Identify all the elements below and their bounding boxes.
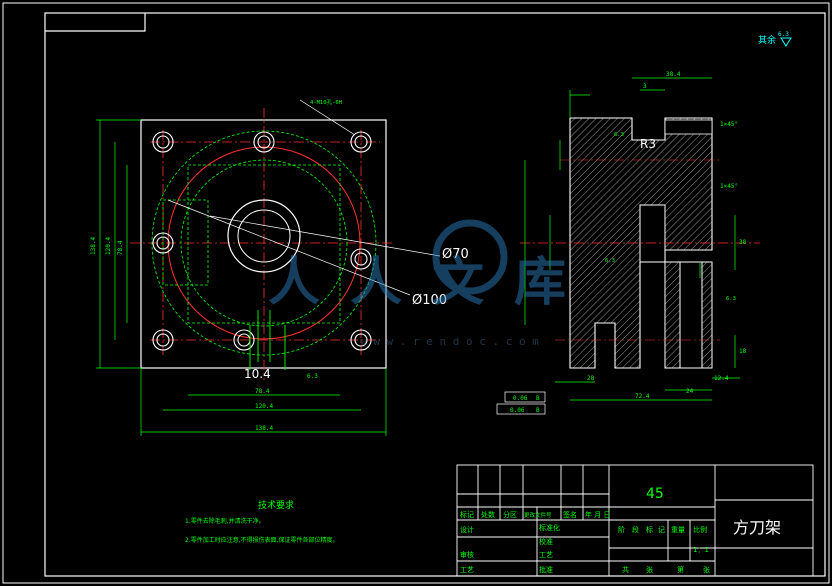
svg-text:24: 24 — [686, 388, 694, 395]
leader-lines — [167, 99, 441, 296]
svg-text:工艺: 工艺 — [539, 551, 553, 559]
svg-text:标准化: 标准化 — [539, 523, 560, 532]
svg-text:45: 45 — [646, 486, 664, 502]
roughness-note: 其余 6.3 — [758, 31, 792, 47]
bolt-holes — [152, 131, 372, 351]
svg-text:比例: 比例 — [693, 525, 707, 534]
svg-text:签名: 签名 — [563, 510, 577, 519]
dimension-lines — [96, 119, 387, 436]
svg-text:6.3: 6.3 — [726, 296, 736, 302]
svg-text:人人文库: 人人文库 — [268, 253, 596, 313]
central-bore-outer — [227, 199, 301, 273]
tolerance-frames: 0.06 B 0.06 B — [496, 391, 546, 415]
svg-text:6.3: 6.3 — [778, 31, 789, 38]
svg-text:1×45°: 1×45° — [720, 183, 738, 190]
svg-text:1.零件去除毛刺,并清洗干净。: 1.零件去除毛刺,并清洗干净。 — [185, 517, 265, 525]
svg-text:年 月 日: 年 月 日 — [585, 510, 610, 519]
svg-text:更改文件号: 更改文件号 — [524, 511, 552, 519]
hidden-lines — [151, 130, 377, 356]
svg-text:120.4: 120.4 — [255, 403, 273, 410]
svg-text:138.4: 138.4 — [90, 237, 97, 255]
lower-right-slot — [679, 261, 703, 369]
svg-text:张: 张 — [703, 565, 710, 574]
svg-text:1×45°: 1×45° — [720, 121, 738, 128]
front-view: 138.4 120.4 78.4 138.4 120.4 78.4 4-M10孔… — [90, 98, 469, 436]
svg-text:72.4: 72.4 — [635, 393, 650, 400]
svg-text:张: 张 — [646, 565, 653, 574]
svg-text:4-M10孔-6H: 4-M10孔-6H — [310, 98, 342, 106]
bolt-circle — [167, 146, 361, 340]
svg-text:w w w . r e n d o c . c o m: w w w . r e n d o c . c o m — [360, 335, 539, 348]
svg-text:38.4: 38.4 — [666, 71, 681, 78]
svg-text:标记: 标记 — [460, 510, 474, 519]
side-dimension-lines — [524, 77, 740, 401]
svg-text:重量: 重量 — [671, 526, 685, 534]
svg-text:段: 段 — [632, 525, 639, 534]
svg-text:6.3: 6.3 — [307, 373, 318, 380]
svg-text:6.3: 6.3 — [614, 132, 624, 138]
side-view: R3 38.4 3 1×45° 1×45° 28 72.4 24 12.4 18… — [496, 71, 760, 415]
svg-text:0.06: 0.06 — [510, 407, 525, 414]
bottom-slot — [249, 310, 286, 370]
tech-requirements: 技术要求 1.零件去除毛刺,并清洗干净。 2.零件加工时应注意,不得损伤表面,保… — [185, 499, 339, 544]
svg-text:138.4: 138.4 — [255, 425, 273, 432]
svg-text:审核: 审核 — [460, 550, 474, 559]
svg-text:阶: 阶 — [618, 525, 625, 534]
svg-text:18: 18 — [739, 348, 747, 355]
svg-text:2.零件加工时应注意,不得损伤表面,保证零件各部位精度。: 2.零件加工时应注意,不得损伤表面,保证零件各部位精度。 — [185, 536, 339, 544]
svg-text:12.4: 12.4 — [714, 375, 729, 382]
svg-text:28: 28 — [587, 375, 595, 382]
title-block — [456, 464, 814, 577]
svg-text:记: 记 — [658, 526, 665, 534]
svg-text:共: 共 — [622, 565, 629, 574]
svg-text:78.4: 78.4 — [255, 388, 270, 395]
svg-text:标: 标 — [646, 525, 653, 534]
central-bore-inner — [237, 209, 291, 263]
svg-text:第: 第 — [677, 565, 684, 574]
svg-text:方刀架: 方刀架 — [733, 518, 781, 537]
svg-text:6.3: 6.3 — [605, 258, 615, 264]
title-block-text: 45 方刀架 标记 处数 分区 更改文件号 签名 年 月 日 设计 标准化 校准… — [460, 486, 781, 574]
cutout-top-groove — [664, 119, 713, 135]
svg-text:技术要求: 技术要求 — [258, 499, 294, 511]
svg-text:0.06: 0.06 — [513, 395, 528, 402]
svg-text:38: 38 — [739, 239, 747, 246]
watermark: 人人文库 w w w . r e n d o c . c o m — [268, 219, 596, 348]
svg-text:1：1: 1：1 — [693, 546, 709, 554]
svg-text:处数: 处数 — [481, 510, 495, 519]
svg-text:Ø70: Ø70 — [442, 247, 469, 262]
svg-text:分区: 分区 — [503, 510, 517, 519]
svg-text:R3: R3 — [640, 137, 656, 151]
svg-text:120.4: 120.4 — [105, 237, 112, 255]
cutout-mid — [639, 204, 666, 263]
svg-text:Ø100: Ø100 — [412, 293, 447, 308]
svg-text:B: B — [536, 395, 540, 402]
svg-text:其余: 其余 — [758, 34, 776, 46]
svg-text:3: 3 — [643, 83, 647, 90]
svg-text:B: B — [536, 407, 540, 414]
svg-text:工艺: 工艺 — [460, 566, 474, 574]
svg-text:批准: 批准 — [539, 565, 553, 574]
svg-text:设计: 设计 — [460, 525, 474, 534]
svg-text:78.4: 78.4 — [117, 240, 124, 255]
svg-text:10.4: 10.4 — [244, 367, 271, 381]
outer-square — [140, 119, 387, 369]
svg-text:校准: 校准 — [539, 537, 553, 546]
